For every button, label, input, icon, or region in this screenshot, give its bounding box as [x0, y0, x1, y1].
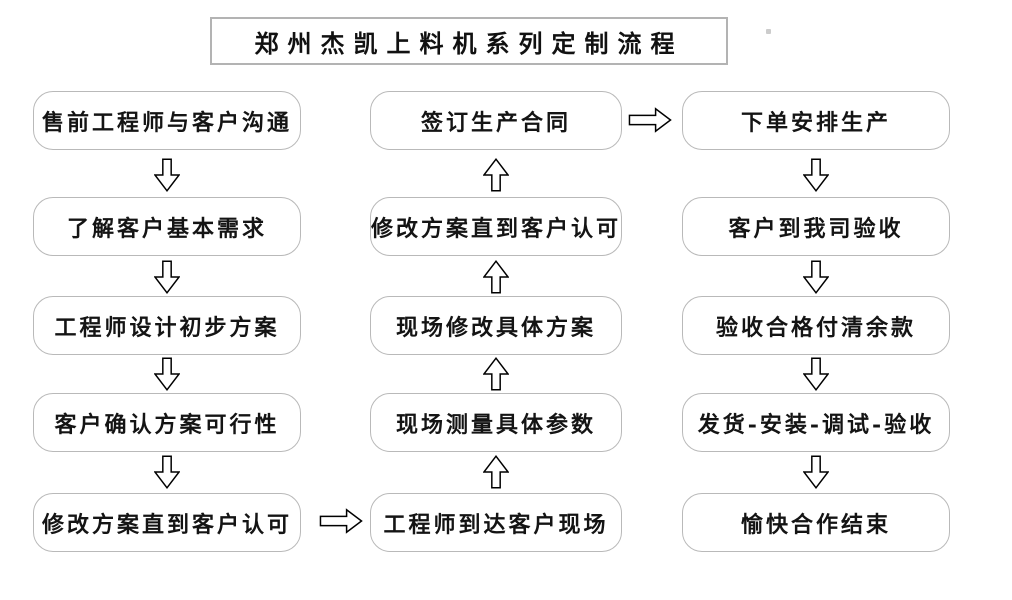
flow-step-left-3: 工程师设计初步方案: [33, 296, 301, 355]
down-arrow-icon: [803, 158, 829, 192]
flow-step-left-2: 了解客户基本需求: [33, 197, 301, 256]
flow-step-right-1: 下单安排生产: [682, 91, 950, 150]
flow-step-left-4: 客户确认方案可行性: [33, 393, 301, 452]
flowchart-title: 郑州杰凯上料机系列定制流程: [254, 28, 684, 58]
down-arrow-icon: [803, 260, 829, 294]
stray-dot: [766, 29, 771, 34]
flow-step-left-5: 修改方案直到客户认可: [33, 493, 301, 552]
flow-step-middle-5: 工程师到达客户现场: [370, 493, 622, 552]
down-arrow-icon: [803, 357, 829, 391]
flow-step-right-5: 愉快合作结束: [682, 493, 950, 552]
flow-step-right-4: 发货-安装-调试-验收: [682, 393, 950, 452]
flowchart-title-box: 郑州杰凯上料机系列定制流程: [210, 17, 728, 65]
down-arrow-icon: [154, 260, 180, 294]
up-arrow-icon: [483, 158, 509, 192]
down-arrow-icon: [154, 158, 180, 192]
down-arrow-icon: [154, 455, 180, 489]
up-arrow-icon: [483, 455, 509, 489]
flow-step-middle-4: 现场测量具体参数: [370, 393, 622, 452]
up-arrow-icon: [483, 260, 509, 294]
right-arrow-icon: [627, 106, 673, 134]
flow-step-left-1: 售前工程师与客户沟通: [33, 91, 301, 150]
down-arrow-icon: [803, 455, 829, 489]
flow-step-middle-1: 签订生产合同: [370, 91, 622, 150]
up-arrow-icon: [483, 357, 509, 391]
flow-step-right-3: 验收合格付清余款: [682, 296, 950, 355]
flow-step-middle-2: 修改方案直到客户认可: [370, 197, 622, 256]
flow-step-right-2: 客户到我司验收: [682, 197, 950, 256]
down-arrow-icon: [154, 357, 180, 391]
flow-step-middle-3: 现场修改具体方案: [370, 296, 622, 355]
right-arrow-icon: [318, 507, 364, 535]
